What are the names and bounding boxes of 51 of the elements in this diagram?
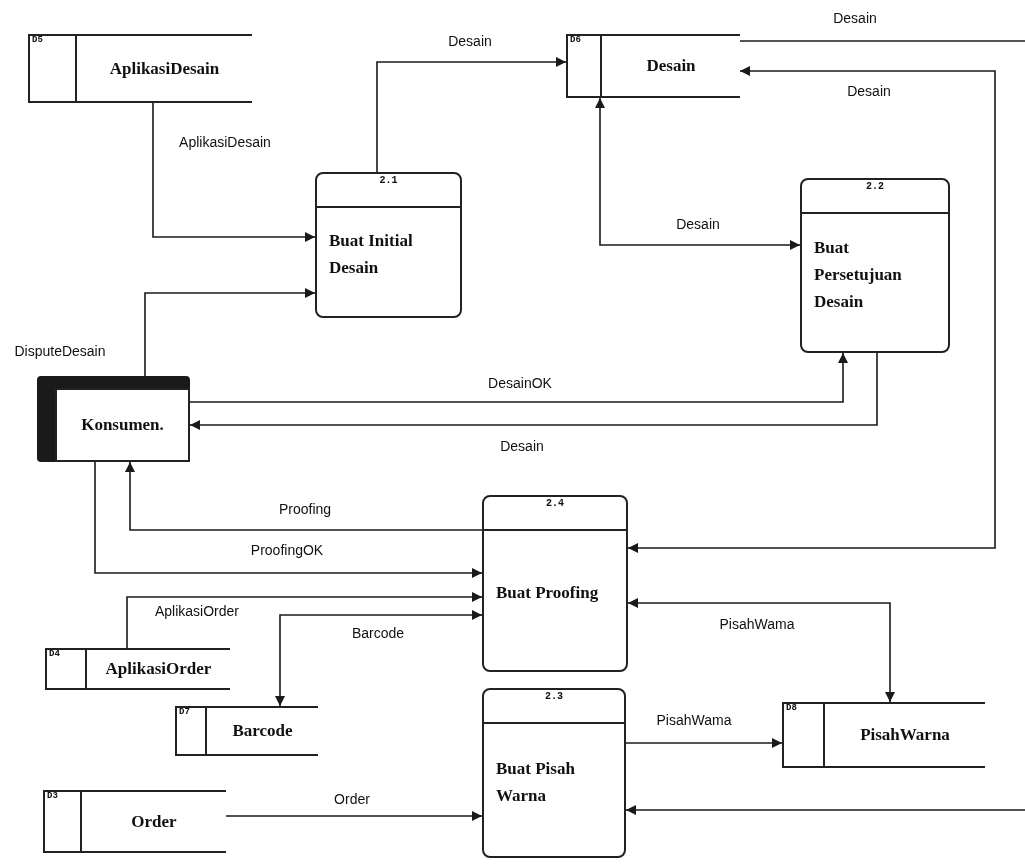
arrow: [152, 102, 316, 242]
process-name: Buat Pisah Warna: [496, 757, 576, 807]
process-name: Buat Persetujuan Desain: [814, 236, 903, 314]
process-number: 2.2: [866, 182, 884, 192]
arrow: [225, 811, 483, 821]
store-name: AplikasiDesain: [109, 57, 220, 80]
process-box: [800, 178, 950, 353]
data-store: [566, 34, 740, 98]
arrow: [625, 805, 1025, 815]
store-name: Barcode: [232, 720, 293, 743]
edge-label: ProofingOK: [248, 542, 326, 560]
arrow: [627, 66, 996, 553]
arrow: [376, 57, 567, 173]
arrow: [595, 97, 801, 250]
process-box: [482, 495, 628, 672]
data-store: [43, 790, 226, 853]
edge-label: AplikasiDesain: [177, 134, 273, 152]
process-box: [482, 688, 626, 858]
data-store: [28, 34, 252, 103]
store-name: AplikasiOrder: [105, 658, 212, 681]
arrow: [144, 288, 316, 377]
arrow: [627, 598, 895, 703]
edge-label: AplikasiOrder: [153, 603, 241, 621]
store-name: Desain: [646, 55, 696, 78]
store-id: D7: [179, 708, 191, 717]
data-store: [45, 648, 230, 690]
store-id: D8: [786, 704, 798, 713]
process-number: 2.1: [379, 176, 398, 186]
arrow: [94, 461, 483, 578]
arrow: [126, 592, 483, 649]
process-number: 2.4: [546, 499, 564, 509]
external-entity: [37, 376, 190, 462]
edge-label: DisputeDesain: [12, 343, 108, 361]
arrow: [275, 610, 483, 707]
arrow: [189, 352, 878, 430]
data-store: [175, 706, 318, 756]
arrow: [189, 352, 848, 403]
process-box: [315, 172, 462, 318]
store-id: D5: [32, 36, 44, 45]
arrow: [125, 461, 483, 531]
store-id: D3: [47, 792, 59, 801]
store-id: D4: [49, 650, 61, 659]
store-id: D6: [570, 36, 582, 45]
process-name: Buat Proofing: [496, 581, 599, 604]
store-name: PisahWarna: [860, 724, 950, 747]
process-number: 2.3: [545, 692, 563, 702]
store-name: Order: [131, 810, 177, 833]
arrow: [625, 738, 783, 748]
data-store: [782, 702, 985, 768]
entity-name: Konsumen.: [81, 414, 164, 437]
process-name: Buat Initial Desain: [329, 229, 414, 279]
